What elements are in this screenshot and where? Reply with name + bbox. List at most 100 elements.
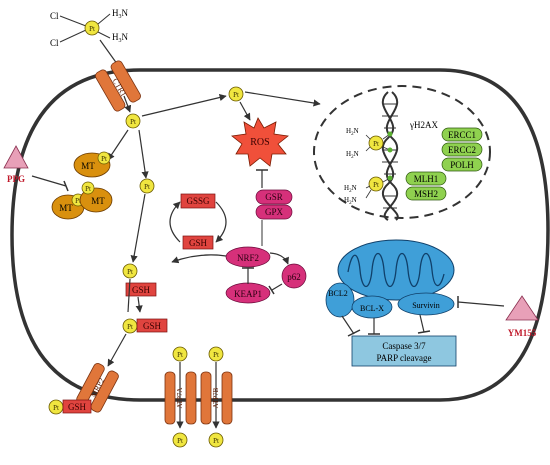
mlh1-label: MLH1 — [414, 174, 439, 184]
bcl2-node — [325, 282, 355, 318]
nrf2-label: NRF2 — [237, 253, 259, 263]
ym155-inhibitor: YM155 — [457, 295, 539, 338]
pt-lower-link — [127, 278, 131, 313]
ppg-label: PPG — [7, 174, 25, 184]
pt-atp7b-in-label: Pt — [213, 351, 219, 359]
bcl2-caspase-inhibition — [341, 315, 355, 335]
gsh-label-conjugated: GSH — [143, 321, 162, 331]
pt-conjugated-label: Pt — [127, 323, 133, 331]
gssg-gsh-arrow-right — [215, 201, 227, 243]
mt-pt-label-right: Pt — [85, 185, 91, 193]
arrow-pt-mid-down — [130, 193, 146, 263]
repair-proteins: ERCC1 ERCC2 POLH MLH1 MSH2 — [405, 127, 483, 201]
gssg-gsh-arrow-left — [169, 201, 181, 243]
mt-label-left: MT — [59, 203, 73, 213]
gsh-label-exported: GSH — [68, 402, 87, 412]
pt-dna-adduct-bottom: Pt H2N H2N — [344, 175, 393, 206]
pt-atp7b-out — [208, 432, 224, 448]
atp7a-label: ATP7A — [176, 387, 184, 408]
survivin-caspase-inhibition — [419, 314, 425, 333]
ercc2-label: ERCC2 — [448, 145, 476, 155]
nrf2-node — [225, 246, 271, 268]
bclx-node — [351, 295, 393, 319]
pt-atp7a-in-label: Pt — [177, 351, 183, 359]
ros-burst: ROS — [231, 117, 289, 167]
metallothionein-cluster-top: MT Pt — [73, 151, 111, 178]
survivin-label: Survivin — [412, 301, 440, 310]
ammine-label-bottom: H3N — [112, 32, 129, 44]
adduct-bottom-pt: Pt — [373, 181, 379, 189]
polh-label: POLH — [450, 160, 474, 170]
p62-node — [281, 263, 307, 289]
pt-ros-source — [228, 86, 244, 102]
mt-label-top: MT — [81, 161, 95, 171]
gamma-h2ax-label: γH2AX — [409, 120, 438, 130]
ym155-label: YM155 — [508, 328, 537, 338]
dna-helix — [381, 91, 399, 221]
arrow-pt-to-ros — [239, 101, 251, 121]
pt-dna-adduct-top: Pt H2N H2N — [346, 127, 393, 160]
nrf2-p62-arrow — [269, 252, 289, 265]
metallothionein-cluster-bottom: MT Pt MT Pt — [51, 181, 113, 220]
keap1-label: KEAP1 — [234, 289, 262, 299]
bclx-label: BCL-X — [360, 304, 384, 313]
pt-atp7a-out — [172, 432, 188, 448]
ym155-survivin-inhibition — [457, 301, 505, 307]
adduct-top-ammine-1: H2N — [346, 127, 359, 137]
arrow-to-pt-mito — [141, 93, 227, 117]
mt-pt-label-top: Pt — [101, 155, 107, 163]
pt-atp7b-out-label: Pt — [213, 437, 219, 445]
arrow-to-mt — [107, 129, 129, 161]
pt-atp7a-out-label: Pt — [177, 437, 183, 445]
msh2-pill — [405, 186, 447, 201]
pt-mid — [139, 178, 155, 194]
adduct-top-ammine-2: H2N — [346, 150, 359, 160]
chloride-label-bottom: Cl — [50, 38, 59, 48]
caspase-line2: PARP cleavage — [376, 353, 431, 363]
atp7b-label: ATP7B — [212, 387, 220, 408]
atp7b-transporter: ATP7B — [200, 362, 233, 429]
pt-atom-label: Pt — [89, 25, 95, 33]
msh2-label: MSH2 — [414, 189, 438, 199]
gssg-box — [180, 193, 216, 209]
gsr-label: GSR — [265, 192, 283, 202]
gpx-pill — [255, 204, 293, 220]
ros-label: ROS — [250, 137, 269, 148]
ppg-inhibitor: PPG — [3, 145, 69, 192]
polh-pill — [441, 157, 483, 172]
cisplatin-molecule: Pt Cl Cl H3N H3N — [50, 8, 129, 48]
pt-mid-label: Pt — [144, 183, 150, 191]
pt-exported-mrp2-label: Pt — [53, 404, 59, 412]
gsh-label-mid: GSH — [132, 285, 151, 295]
pt-intracellular-label: Pt — [130, 118, 136, 126]
gpx-label: GPX — [265, 207, 284, 217]
mrp2-transporter: MRP2 — [76, 363, 119, 413]
ppg-inhibition-line — [31, 175, 67, 187]
p62-keap1-inhibition — [271, 283, 283, 291]
cell-membrane — [10, 68, 550, 402]
mt-label-right: MT — [91, 196, 105, 206]
gsh-label-cycle: GSH — [189, 238, 208, 248]
adduct-bottom-ammine-2: H2N — [344, 196, 357, 206]
mlh1-pill — [405, 171, 447, 186]
pt-lower — [122, 263, 138, 279]
mitochondrion — [337, 239, 455, 301]
caspase-line1: Caspase 3/7 — [382, 341, 426, 351]
arrow-to-pt-mid — [138, 129, 149, 179]
pt-atom — [84, 20, 100, 36]
mt-pt-label-left: Pt — [75, 197, 81, 205]
gsh-box-conjugated — [136, 318, 168, 333]
ercc1-label: ERCC1 — [448, 130, 476, 140]
ercc2-pill — [441, 142, 483, 157]
survivin-node — [397, 292, 455, 316]
gsh-box-exported — [62, 399, 92, 414]
adduct-top-pt: Pt — [373, 140, 379, 148]
ctr1-inflow-arrow — [123, 95, 132, 113]
pt-intracellular — [125, 113, 141, 129]
bcl2-label: BCL2 — [328, 289, 348, 298]
ammine-label-top: H3N — [112, 8, 129, 20]
pt-atp7a-in — [172, 346, 188, 362]
adduct-bottom-ammine-1: H2N — [344, 184, 357, 194]
gsh-box-cycle — [182, 235, 214, 250]
